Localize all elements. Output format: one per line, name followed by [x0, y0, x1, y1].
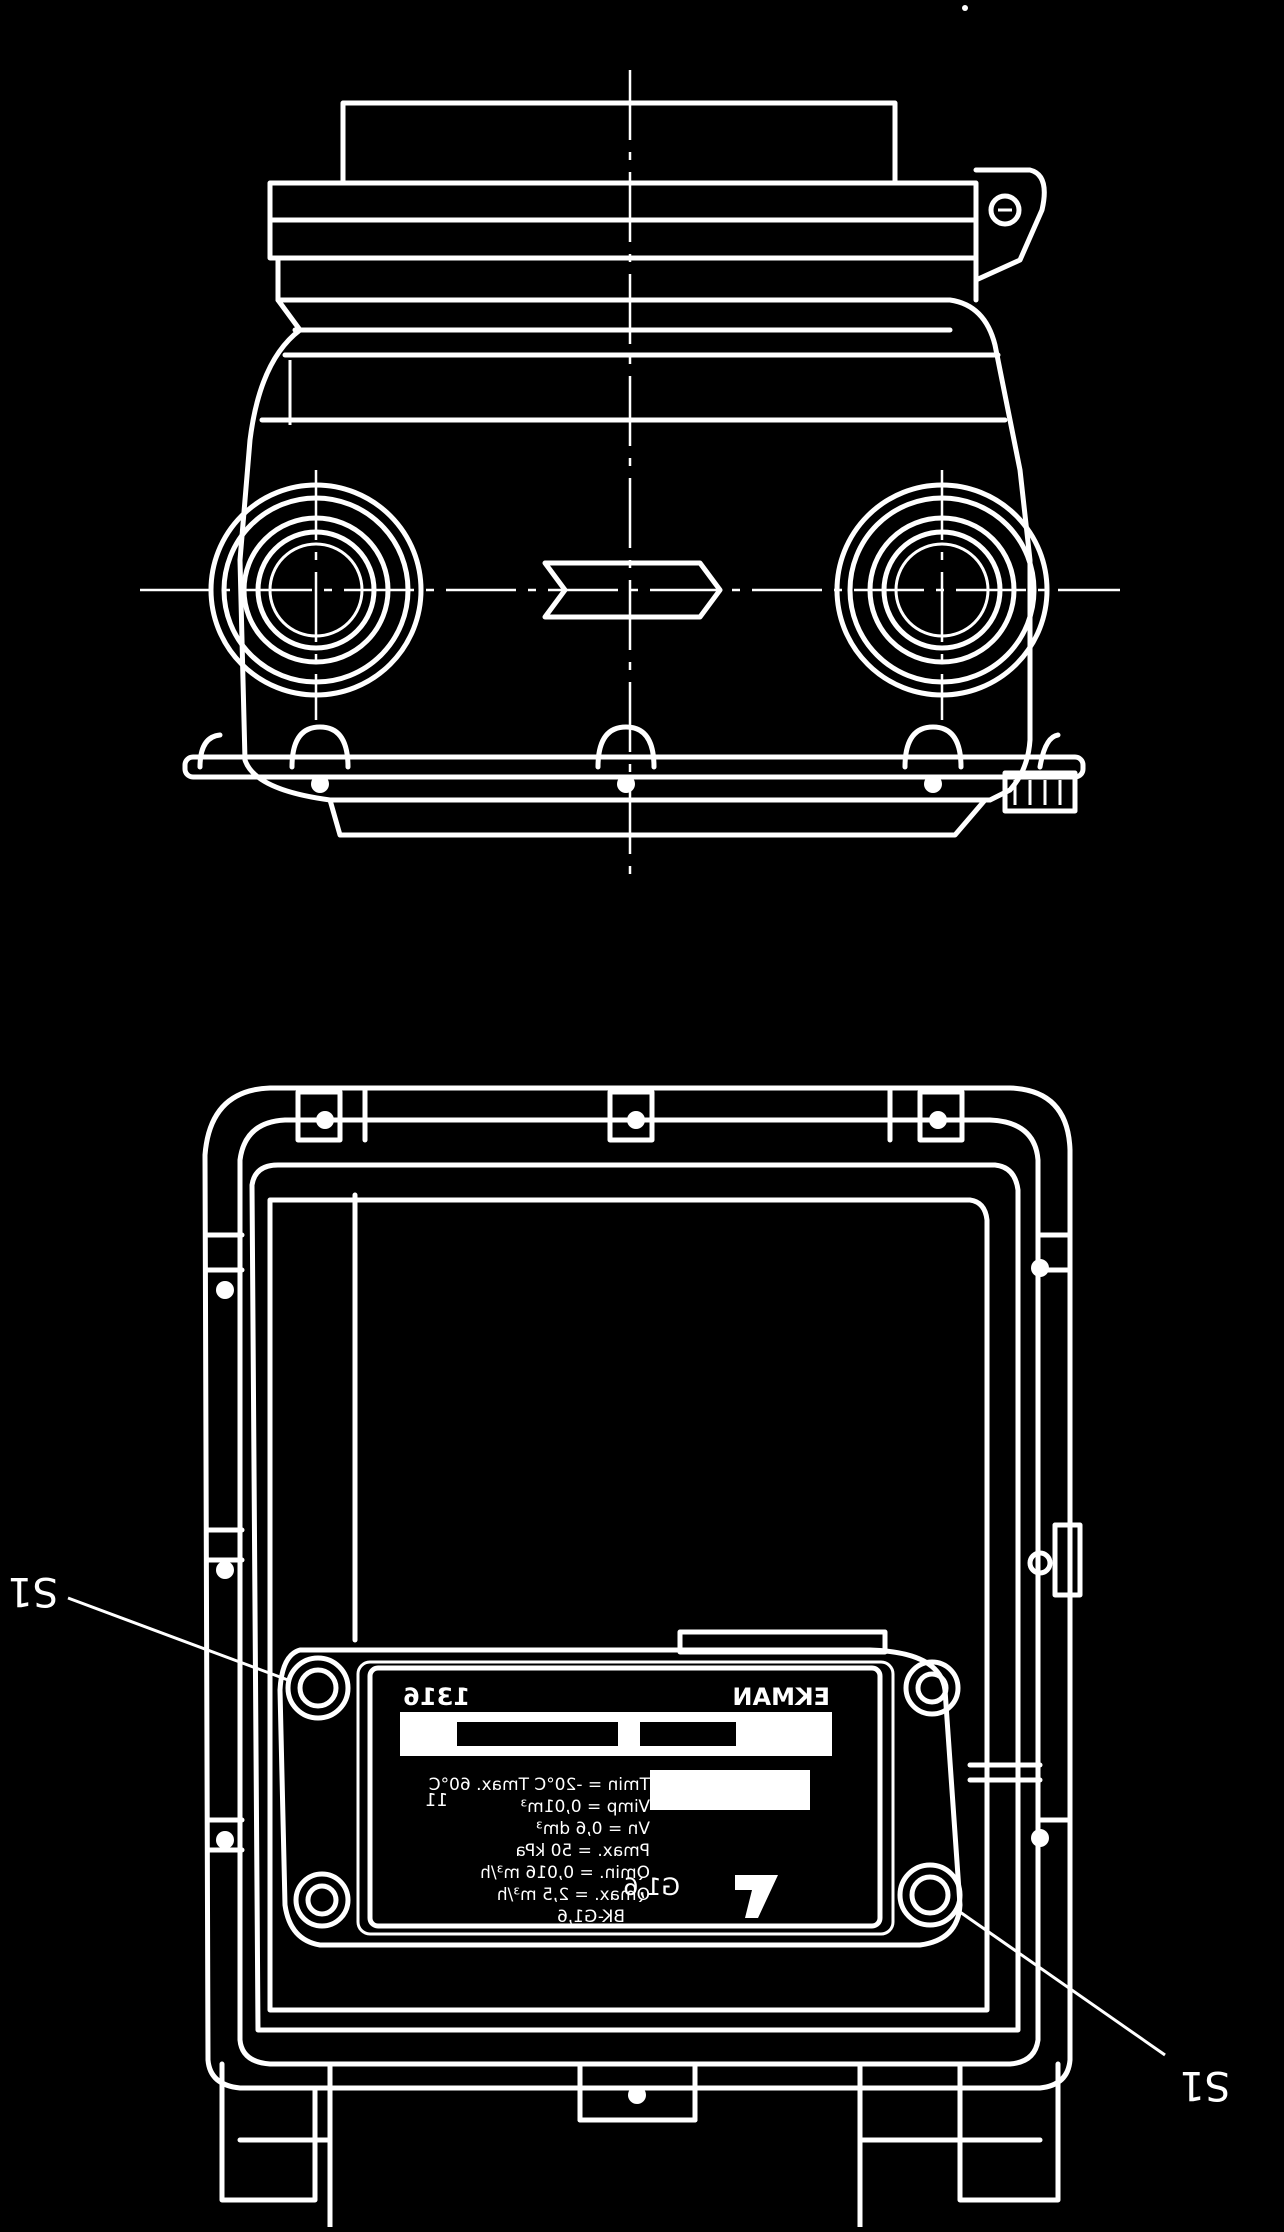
top-clips	[295, 1087, 965, 1143]
meter-hinge-tab	[973, 167, 1047, 283]
meter-base-rail	[182, 754, 1086, 780]
nameplate-line-3: Vn = 0,6 dm³	[536, 1819, 650, 1839]
meter-side-view	[140, 70, 1120, 880]
housing-legs	[219, 2061, 1061, 2230]
callout-leader-left	[67, 1596, 289, 1682]
nameplate-field-right	[636, 1718, 740, 1750]
nameplate-field-left	[453, 1718, 622, 1750]
housing-outer	[202, 1085, 1073, 2091]
callout-left-label: S1	[7, 1568, 58, 1614]
nameplate-serial-prefix: 11	[425, 1790, 448, 1811]
stray-dot	[962, 5, 968, 11]
nameplate-barcode-block	[650, 1770, 810, 1810]
window-frame	[249, 1162, 1021, 2033]
nameplate: EKMAN 1316 11 Tmin = -20°C Tmax. 60°C Vi…	[356, 1660, 895, 1936]
maker-logo-icon	[735, 1875, 778, 1918]
nameplate-line-6: Qmax. = 2,5 m³/h	[497, 1885, 650, 1905]
nameplate-line-2: Vimp = 0,01m³	[520, 1797, 650, 1817]
base-lugs	[197, 724, 1061, 793]
carrier-tab	[677, 1629, 888, 1655]
nameplate-model-code: 1316	[403, 1683, 470, 1711]
meter-top-cap	[340, 100, 898, 186]
hinge-screw-icon	[988, 193, 1022, 227]
nameplate-maker: EKMAN	[732, 1683, 830, 1711]
window-inner	[267, 1197, 990, 2013]
nameplate-line-5: Qmin. = 0,016 m³/h	[480, 1863, 650, 1883]
meter-front-view: EKMAN 1316 11 Tmin = -20°C Tmax. 60°C Vi…	[202, 1085, 1083, 2230]
nameplate-screws	[285, 1655, 963, 1929]
meter-base-clip	[1002, 770, 1078, 814]
side-clips-left	[205, 1232, 245, 1853]
nameplate-line-7: BK-G1,6	[557, 1907, 625, 1927]
callout-leader-right	[959, 1910, 1166, 2057]
nameplate-size-mark: G1,6	[623, 1873, 680, 1901]
housing-inner	[237, 1117, 1041, 2067]
callout-right-label: S1	[1179, 2062, 1230, 2108]
nameplate-line-1: Tmin = -20°C Tmax. 60°C	[429, 1775, 651, 1795]
side-clips-right	[967, 1232, 1083, 1847]
meter-body-outline	[237, 297, 1033, 803]
nameplate-line-4: Pmax. = 50 kPa	[515, 1841, 650, 1861]
